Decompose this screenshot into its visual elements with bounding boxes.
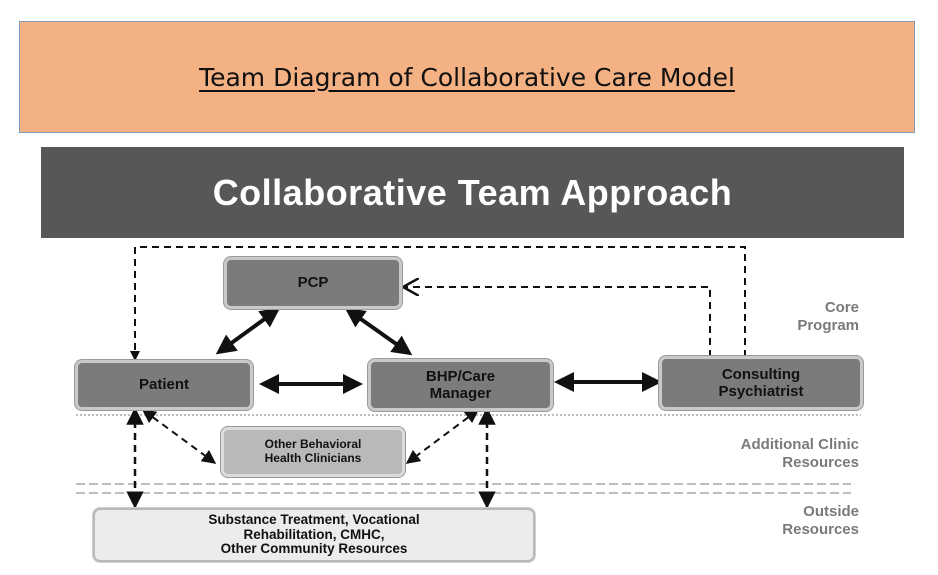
bhp-other-bh-dashed-arrow (405, 409, 480, 464)
psychiatrist-to-pcp-dashed-arrow (403, 287, 711, 357)
slide-title: Team Diagram of Collaborative Care Model (199, 62, 735, 92)
other-behavioral-health-node: Other Behavioral Health Clinicians (221, 427, 405, 477)
pcp-patient-arrow (215, 307, 281, 355)
pcp-node: PCP (224, 257, 402, 309)
consulting-psychiatrist-node: Consulting Psychiatrist (659, 356, 863, 410)
tier-label-outside: Outside Resources (782, 503, 859, 538)
figure-header: Collaborative Team Approach (41, 147, 904, 238)
community-resources-node: Substance Treatment, Vocational Rehabili… (93, 508, 535, 562)
connector-lines (76, 246, 861, 509)
patient-other-bh-dashed-arrow (141, 409, 217, 464)
bhp-care-manager-node: BHP/Care Manager (368, 359, 553, 411)
tier-label-core-program: Core Program (797, 299, 859, 334)
pcp-bhp-arrow (344, 307, 413, 356)
psychiatrist-to-patient-dashed-arrow (130, 246, 746, 361)
tier-label-additional-clinic: Additional Clinic Resources (740, 436, 859, 471)
collaborative-care-diagram: Collaborative Team Approach (41, 147, 904, 567)
figure-title: Collaborative Team Approach (212, 171, 733, 213)
slide-title-banner: Team Diagram of Collaborative Care Model (19, 21, 915, 133)
patient-node: Patient (75, 360, 253, 410)
